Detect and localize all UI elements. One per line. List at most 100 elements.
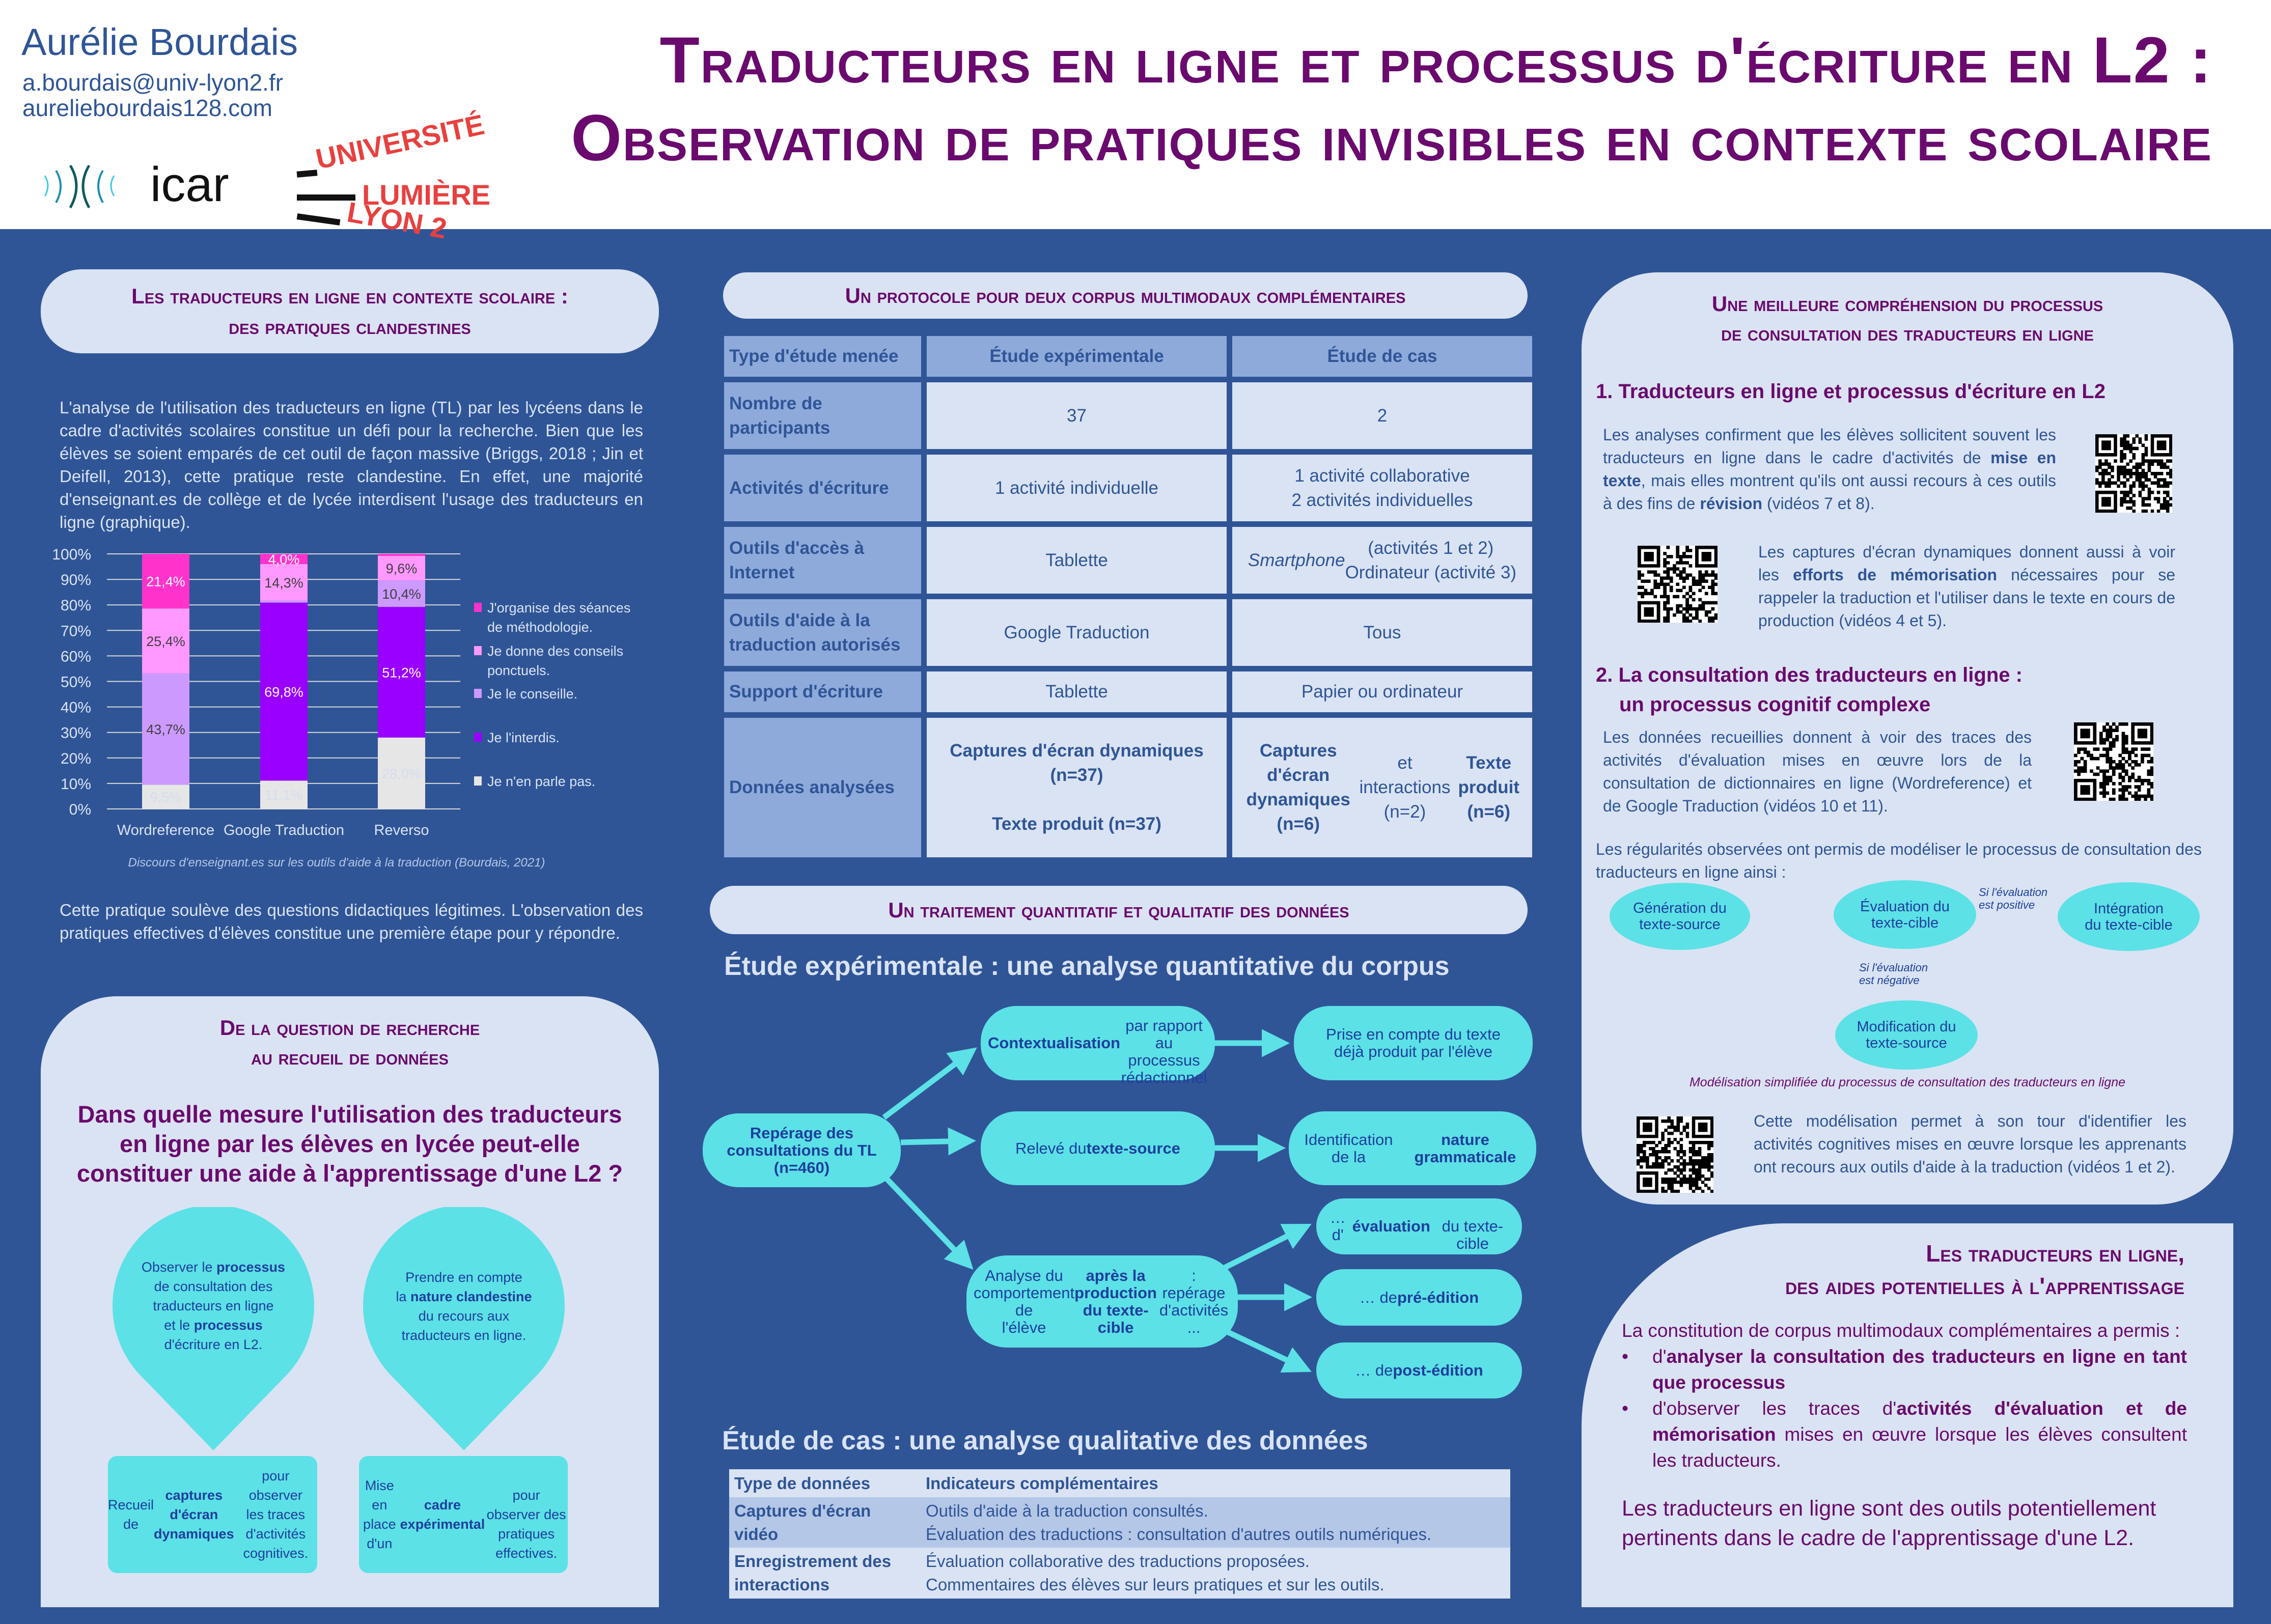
text-run: Identification de la	[1304, 1130, 1393, 1166]
icar-logo: icar	[41, 157, 250, 212]
text-run: Recueil de	[108, 1497, 154, 1532]
drop-text-1: Observer le processus de consultation de…	[113, 1257, 314, 1354]
table-cell: 1 activité individuelle	[927, 455, 1227, 521]
table-cell: 1 activité collaborative 2 activités ind…	[1232, 455, 1532, 521]
text-run: Tous	[1363, 622, 1401, 642]
y-tick-label: 100%	[52, 546, 91, 563]
text-run: Nombre de participants	[729, 393, 830, 438]
conclusion-bullet: •d'analyser la consultation des traducte…	[1622, 1343, 2187, 1395]
poster-title-line2: Observation de pratiques invisibles en c…	[571, 102, 2212, 175]
bar-segment	[378, 554, 425, 556]
label-positive: Si l'évaluation est positive	[1979, 886, 2048, 911]
bold-text-run: processus	[216, 1259, 286, 1275]
text-run: 37	[1067, 405, 1087, 426]
flow-node-contextualisation: Contextualisation par rapport au process…	[981, 1006, 1215, 1086]
bar-segment	[260, 780, 308, 809]
method-box-1: Recueil de captures d'écran dynamiques p…	[108, 1456, 317, 1573]
table-row-header: Outils d'accès à Internet	[724, 527, 921, 594]
table-header-cell: Type d'étude menée	[724, 336, 921, 377]
data-label: 11,1%	[265, 788, 303, 803]
section-header-protocol: Un protocole pour deux corpus multimodau…	[723, 272, 1528, 319]
data-label: 21,4%	[146, 574, 185, 590]
qr-code[interactable]	[1637, 1116, 1713, 1193]
qr-code[interactable]	[2074, 722, 2153, 801]
paragraph-2: Les captures d'écran dynamiques donnent …	[1758, 541, 2175, 632]
research-question: Dans quelle mesure l'utilisation des tra…	[76, 1101, 623, 1187]
bold-text-run: efforts de mémorisation	[1793, 566, 1998, 584]
outro-paragraph: Cette pratique soulève des questions did…	[60, 901, 643, 942]
subheading-2: 2. La consultation des traducteurs en li…	[1596, 660, 2023, 719]
table-header-cell: Étude de cas	[1232, 336, 1532, 377]
italic-text-run: Smartphone	[1248, 550, 1345, 570]
bold-text-run: post-édition	[1393, 1361, 1483, 1379]
method-box-2: Mise en place d'un cadre expérimental po…	[359, 1456, 568, 1573]
data-type-cell: Enregistrement des interactions	[734, 1552, 892, 1594]
icar-logo-text: icar	[150, 157, 229, 212]
drop-shape-1	[113, 1207, 314, 1450]
model-node-generation: Génération du texte-source	[1610, 883, 1750, 950]
protocol-table: Type d'étude menée Étude expérimentale É…	[724, 336, 1532, 857]
text-run: Activités d'écriture	[729, 478, 889, 498]
flow-node-post-edition: … de post-édition	[1316, 1342, 1522, 1398]
bar-segment	[378, 737, 425, 809]
qr-code[interactable]	[2095, 434, 2172, 513]
text-run: Papier ou ordinateur	[1301, 682, 1463, 702]
legend-label: J'organise des séances	[487, 600, 630, 615]
section-title-line1: Les traducteurs en ligne,	[1926, 1240, 2184, 1267]
bold-text-run: activités d'évaluation et de mémorisatio…	[1652, 1398, 2187, 1445]
text-run: d'	[1652, 1346, 1667, 1367]
case-study-table: Type de données Indicateurs complémentai…	[729, 1469, 1510, 1599]
section-header-treatment: Un traitement quantitatif et qualitatif …	[710, 886, 1528, 934]
section-title: Un protocole pour deux corpus multimodau…	[845, 283, 1406, 307]
qr-code[interactable]	[1638, 546, 1718, 623]
table-cell: Captures d'écran dynamiques (n=6) et int…	[1232, 718, 1532, 857]
arrow-to-evaluation	[1222, 1224, 1312, 1271]
y-tick-label: 0%	[69, 801, 91, 818]
text-run: Analyse du comportement de l'élève	[974, 1266, 1075, 1336]
paragraph-4: Les régularités observées ont permis de …	[1596, 840, 2202, 881]
legend-label: ponctuels.	[487, 663, 550, 678]
data-type-cell: Captures d'écran vidéo	[734, 1501, 871, 1544]
text-run: Support d'écriture	[729, 682, 883, 702]
section-title-line1: De la question de recherche	[219, 1016, 480, 1040]
bullet-icon: •	[1622, 1346, 1628, 1367]
conclusion-intro: La constitution de corpus multimodaux co…	[1622, 1320, 2180, 1341]
author-name: Aurélie Bourdais	[21, 21, 298, 63]
bold-text-run: Texte produit (n=6)	[1458, 753, 1519, 822]
legend-label: Je le conseille.	[487, 686, 577, 702]
flow-node-reperage: Repérage des consultations du TL (n=460)	[703, 1113, 901, 1187]
bar-segment	[378, 580, 425, 607]
text-run: Mise en place d'un	[363, 1478, 396, 1551]
data-label: 9,5%	[150, 790, 182, 805]
section-title-line2: au recueil de données	[251, 1045, 449, 1069]
text-run: du recours aux traducteurs en ligne.	[401, 1308, 527, 1343]
text-run: Outils d'accès à Internet	[729, 538, 865, 582]
model-node-evaluation: Évaluation du texte-cible	[1834, 880, 1976, 949]
bar-segment	[378, 607, 425, 738]
text-run: d'observer les traces d'	[1652, 1398, 1897, 1419]
lyon2-logo-line2: LUMIÈRE	[362, 179, 490, 211]
data-label: 14,3%	[264, 575, 303, 591]
author-email[interactable]: a.bourdais@univ-lyon2.fr	[22, 69, 284, 96]
table-header-cell: Type de données	[734, 1473, 871, 1493]
y-tick-label: 20%	[61, 750, 91, 767]
text-run: nécessaires pour se rappeler la traducti…	[1758, 566, 2176, 630]
table-cell: 2	[1232, 382, 1532, 449]
text-run: Tablette	[1045, 682, 1108, 702]
bold-text-run: Captures d'écran dynamiques (n=37) Texte…	[950, 741, 1204, 834]
x-category-label: Google Traduction	[224, 822, 344, 838]
poster-title-line1: Traducteurs en ligne et processus d'écri…	[659, 24, 2212, 97]
text-run: … de	[1359, 1288, 1397, 1306]
text-run: d'écriture en L2.	[164, 1337, 263, 1352]
subheading-2-line1: 2. La consultation des traducteurs en li…	[1596, 664, 2023, 686]
author-website[interactable]: aureliebourdais128.com	[22, 95, 272, 121]
bullet-icon: •	[1622, 1398, 1628, 1419]
bold-text-run: Repérage des consultations du TL (n=460)	[727, 1124, 877, 1177]
y-tick-label: 60%	[61, 648, 91, 665]
x-category-label: Reverso	[374, 822, 429, 838]
arrow-to-releve	[900, 1127, 976, 1156]
text-run: Prendre en compte la	[396, 1270, 522, 1304]
bold-text-run: évaluation	[1352, 1217, 1430, 1235]
bar-segment	[260, 554, 308, 565]
